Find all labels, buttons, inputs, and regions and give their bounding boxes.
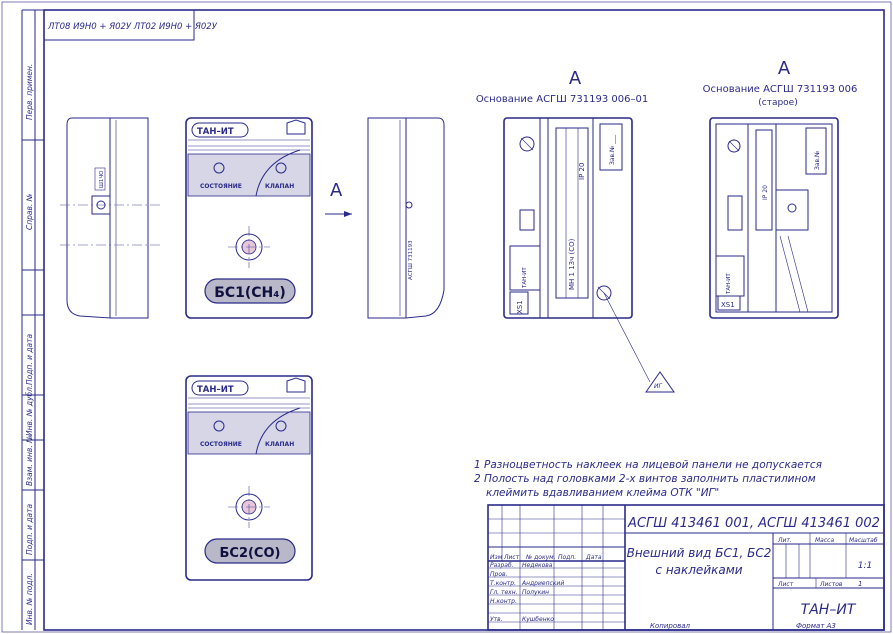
svg-text:АСГШ 731193: АСГШ 731193 [408,240,414,280]
svg-text:Ш1ЧО: Ш1ЧО [99,170,105,188]
view-a-right-title: А [778,58,791,79]
tb-name-designer: Недякова [522,562,553,569]
svg-text:Зав.№: Зав.№ [814,151,821,170]
device1-led2-label: КЛАПАН [265,183,294,190]
tb-sheet-label: Лист [777,581,794,588]
strip-sign-date-1: Подп. и дата [25,334,34,385]
strip-first-use: Перв. примен. [25,64,34,120]
title-block: АСГШ 413461 001, АСГШ 413461 002 Изм Лис… [487,504,885,631]
tb-designation: АСГШ 413461 001, АСГШ 413461 002 [627,516,880,531]
tb-name-approved: Кушбенко [522,616,554,623]
note-2-cont: клеймить вдавливанием клейма ОТК "ИГ" [486,487,719,499]
view-a-right-caption2: (старое) [758,98,798,108]
svg-text:IP 20: IP 20 [578,163,586,180]
device2-label: БС2(CO) [220,546,281,561]
tb-sheets-value: 1 [858,580,862,588]
view-a-left-title: А [569,68,582,89]
strip-orig-inv: Инв. № подл. [25,573,34,625]
tb-col-sign: Подп. [558,554,576,561]
top-stamp: ЛТ08 И9Н0 + Я02У ЛТ02 И9Н0 + Я02У [43,9,218,41]
tb-company: ТАН–ИТ [801,602,857,618]
format-label: Формат А3 [796,622,836,630]
tb-col-change: Изм [490,554,503,561]
tb-col-doc: № докум. [525,554,556,561]
tb-name-tcontrol: Андриепский [521,580,564,587]
tb-lit-label: Лит. [777,537,792,544]
tb-role-approved: Утв. [490,616,503,623]
svg-text:XS1: XS1 [721,301,735,309]
view-arrow: А [325,180,352,217]
svg-text:ТАН-ИТ: ТАН-ИТ [522,267,528,289]
device1-label: БС1(CH₄) [214,285,286,301]
top-stamp-text: ЛТ08 И9Н0 + Я02У ЛТ02 И9Н0 + Я02У [47,22,218,32]
tb-role-ncontrol: Н.контр. [490,598,517,605]
tb-role-designer: Разраб. [490,562,514,569]
view-a-right-caption: Основание АСГШ 731193 006 [703,84,858,95]
device1-led1-label: СОСТОЯНИЕ [200,183,242,190]
strip-replace-inv: Взам. инв. № [25,435,34,486]
view-a-old-base: А Основание АСГШ 731193 006 (старое) IP … [703,58,858,319]
left-strip: Перв. примен. Справ. № Подп. и дата Инв.… [21,9,44,630]
view-a-new-base: А Основание АСГШ 731193 006–01 МН 1 13ч … [476,68,675,393]
tb-role-chief: Гл. техн. [490,589,518,596]
tb-col-sheet: Лист [503,554,520,561]
device2-brand: ТАН–ИТ [197,385,234,395]
strip-sign-date-2: Подп. и дата [25,504,34,555]
tb-role-checker: Пров. [490,571,508,578]
note-1: 1 Разноцветность наклеек на лицевой пане… [474,459,822,471]
tb-name-chief: Полукин [522,589,549,596]
device2-led1-label: СОСТОЯНИЕ [200,441,242,448]
notes: 1 Разноцветность наклеек на лицевой пане… [474,459,822,499]
view-arrow-label: А [330,180,343,201]
tb-mass-label: Масса [815,537,834,544]
tb-role-tcontrol: Т.контр. [490,580,516,587]
tb-sheets-label: Листов [819,581,843,588]
tb-scale-label: Масштаб [849,537,878,544]
side-view-right: АСГШ 731193 [367,117,445,319]
svg-text:Зав.№ ___: Зав.№ ___ [609,134,616,165]
svg-text:МН 1 13ч (СО): МН 1 13ч (СО) [568,238,576,290]
tb-name-line2: с наклейками [655,563,742,577]
tb-name-line1: Внешний вид БС1, БС2 [627,546,772,560]
side-view-left: Ш1ЧО [60,117,160,319]
copied-label: Копировал [650,622,691,630]
svg-text:ТАН-ИТ: ТАН-ИТ [726,273,732,295]
svg-text:IP 20: IP 20 [762,185,769,200]
sheet-frame [43,9,885,631]
view-a-left-caption: Основание АСГШ 731193 006–01 [476,94,648,105]
note-2: 2 Полость над головками 2-х винтов запол… [474,473,816,485]
device-bs1: ТАН–ИТ СОСТОЯНИЕ КЛАПАН БС1(CH₄) [185,117,313,319]
device1-brand: ТАН–ИТ [197,127,234,137]
svg-text:XS1: XS1 [516,300,524,314]
strip-dup-inv: Инв. № дубл. [25,385,34,436]
device-bs2: ТАН–ИТ СОСТОЯНИЕ КЛАПАН БС2(CO) [185,375,313,581]
otk-mark: ИГ [654,383,662,390]
strip-ref-no: Справ. № [25,193,34,230]
device2-led2-label: КЛАПАН [265,441,294,448]
tb-col-date: Дата [585,554,602,561]
tb-scale-value: 1:1 [858,561,872,571]
